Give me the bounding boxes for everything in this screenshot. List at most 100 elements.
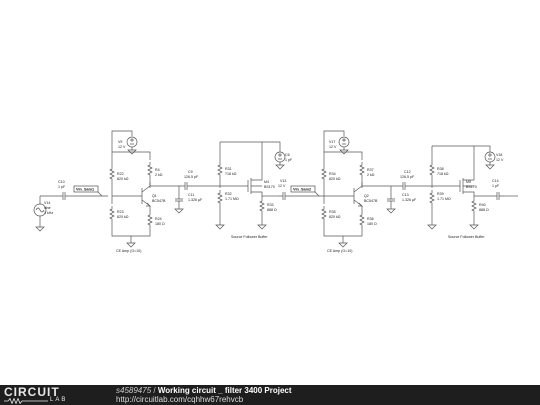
caption-source-follower-2: Source Follower Buffer <box>448 235 485 239</box>
r23-value: 820 kΩ <box>117 215 129 219</box>
circuit-id[interactable]: s4589475 <box>116 386 152 395</box>
mosfet-m5[interactable] <box>432 174 475 198</box>
r38-name: R38 <box>437 167 444 171</box>
resistor-r35[interactable] <box>321 205 327 223</box>
circuit-schematic[interactable]: V14 sine 1 kHz C10 1 pF Vin_Sam1 V9 12 V… <box>0 0 540 385</box>
q2-name: Q2 <box>364 194 369 198</box>
v18-name: V18 <box>496 153 502 157</box>
circuit-url[interactable]: http://circuitlab.com/cqhhw67rehvcb <box>116 395 244 404</box>
resistor-r39[interactable] <box>429 189 435 207</box>
c11-value: 1.326 µF <box>188 198 203 202</box>
c6-name: V13 <box>280 179 286 183</box>
r40-value: 888 Ω <box>479 208 489 212</box>
resistor-r33[interactable] <box>259 197 265 215</box>
m4-value: BS170 <box>264 185 275 189</box>
c13-value: 1.326 µF <box>402 198 417 202</box>
r39-value: 1.71 MΩ <box>437 197 451 201</box>
r33-name: R33 <box>267 203 274 207</box>
resistor-r23[interactable] <box>109 205 115 223</box>
c14-value: 1 pF <box>492 184 500 188</box>
r24-name: R24 <box>155 217 162 221</box>
r35-value: 820 kΩ <box>329 215 341 219</box>
r34-name: R34 <box>329 172 336 176</box>
r39-name: R39 <box>437 192 444 196</box>
footer-bar: CIRCUIT LAB s4589475 / Working circuit _… <box>0 385 540 405</box>
r4-value: 2 kΩ <box>155 173 163 177</box>
logo-bottom-text: LAB <box>50 397 68 403</box>
stage-1-ce-amp: V14 sine 1 kHz C10 1 pF Vin_Sam1 V9 12 V… <box>33 130 220 253</box>
capacitor-c14[interactable] <box>491 191 505 201</box>
net-tag-vin-sam2[interactable]: Vin_Sam2 <box>290 185 316 193</box>
resistor-r36[interactable] <box>359 211 365 229</box>
r32-value: 1.71 MΩ <box>225 197 239 201</box>
resistor-r24[interactable] <box>147 211 153 229</box>
capacitor-c11[interactable] <box>174 193 184 207</box>
title-separator: / <box>153 386 156 395</box>
q1-value: BC547B <box>152 199 166 203</box>
m5-name: M5 <box>466 180 471 184</box>
c12-value: 126.5 pF <box>400 175 415 179</box>
caption-source-follower-1: Source Follower Buffer <box>231 235 268 239</box>
schematic-canvas[interactable]: V14 sine 1 kHz C10 1 pF Vin_Sam1 V9 12 V… <box>0 0 540 385</box>
dc-source-v9[interactable] <box>111 130 138 155</box>
dc-source-v17[interactable] <box>323 130 350 155</box>
svg-text:Vin_Sam2: Vin_Sam2 <box>293 188 311 192</box>
transistor-q1[interactable] <box>112 182 151 212</box>
circuitlab-logo[interactable]: CIRCUIT LAB <box>4 386 92 404</box>
c12-name: C12 <box>404 170 411 174</box>
v9-name: V9 <box>118 140 122 144</box>
logo-wave-icon <box>4 398 48 404</box>
v14-freq: 1 kHz <box>44 211 53 215</box>
v14-name: V14 <box>44 201 50 205</box>
dc-source-v18[interactable] <box>474 145 496 170</box>
r36-value: 180 Ω <box>367 222 377 226</box>
capacitor-c12[interactable] <box>397 181 411 191</box>
v17-value: 12 V <box>329 145 337 149</box>
circuit-title[interactable]: Working circuit _ filter 3400 Project <box>157 386 292 395</box>
net-tag-vin-sam1[interactable]: Vin_Sam1 <box>73 185 99 193</box>
resistor-r4[interactable] <box>147 161 153 179</box>
capacitor-c13[interactable] <box>386 193 396 207</box>
v9-value: 12 V <box>118 145 126 149</box>
stage-3-ce-amp: Vin_Sam2 V17 12 V R34 820 kΩ R37 2 kΩ Q2… <box>290 130 432 253</box>
c10-value: 1 pF <box>58 185 66 189</box>
sine-source-v14[interactable] <box>33 196 47 232</box>
capacitor-c9[interactable] <box>179 181 193 191</box>
transistor-q2[interactable] <box>324 182 363 212</box>
capacitor-c10[interactable] <box>57 191 71 201</box>
c6-value: 12 V <box>278 184 286 188</box>
v13-name: C6 <box>285 153 290 157</box>
capacitor-c6[interactable] <box>277 191 291 201</box>
r35-name: R35 <box>329 210 336 214</box>
r37-name: R37 <box>367 168 374 172</box>
r33-value: 888 Ω <box>267 208 277 212</box>
stage-2-source-follower: R31 718 kΩ R32 1.71 MΩ M4 BS170 C6 1 pF … <box>215 141 324 239</box>
resistor-r40[interactable] <box>471 197 477 215</box>
v17-name: V17 <box>329 140 335 144</box>
r31-value: 718 kΩ <box>225 172 237 176</box>
mosfet-m4[interactable] <box>220 174 263 198</box>
dc-source-v13[interactable] <box>262 141 286 170</box>
c14-name: C14 <box>492 179 499 183</box>
v13-value: 1 pF <box>285 158 293 162</box>
resistor-r38[interactable] <box>429 161 435 179</box>
resistor-r31[interactable] <box>217 161 223 179</box>
r38-value: 718 kΩ <box>437 172 449 176</box>
q2-value: BC547B <box>364 199 378 203</box>
resistor-r34[interactable] <box>321 165 327 183</box>
c13-name: C13 <box>402 193 409 197</box>
q1-name: Q1 <box>152 194 157 198</box>
m5-value: BS170 <box>466 185 477 189</box>
c10-name: C10 <box>58 180 65 184</box>
r22-name: R22 <box>117 172 124 176</box>
resistor-r22[interactable] <box>109 165 115 183</box>
v14-type: sine <box>44 206 51 210</box>
r31-name: R31 <box>225 167 232 171</box>
caption-ce-amp-2: CE Amp (G=10) <box>327 249 352 253</box>
r4-name: R4 <box>155 168 160 172</box>
resistor-r37[interactable] <box>359 161 365 179</box>
circuit-title-line: s4589475 / Working circuit _ filter 3400… <box>116 386 292 396</box>
r23-name: R23 <box>117 210 124 214</box>
caption-ce-amp-1: CE Amp (G=10) <box>116 249 141 253</box>
resistor-r32[interactable] <box>217 189 223 207</box>
